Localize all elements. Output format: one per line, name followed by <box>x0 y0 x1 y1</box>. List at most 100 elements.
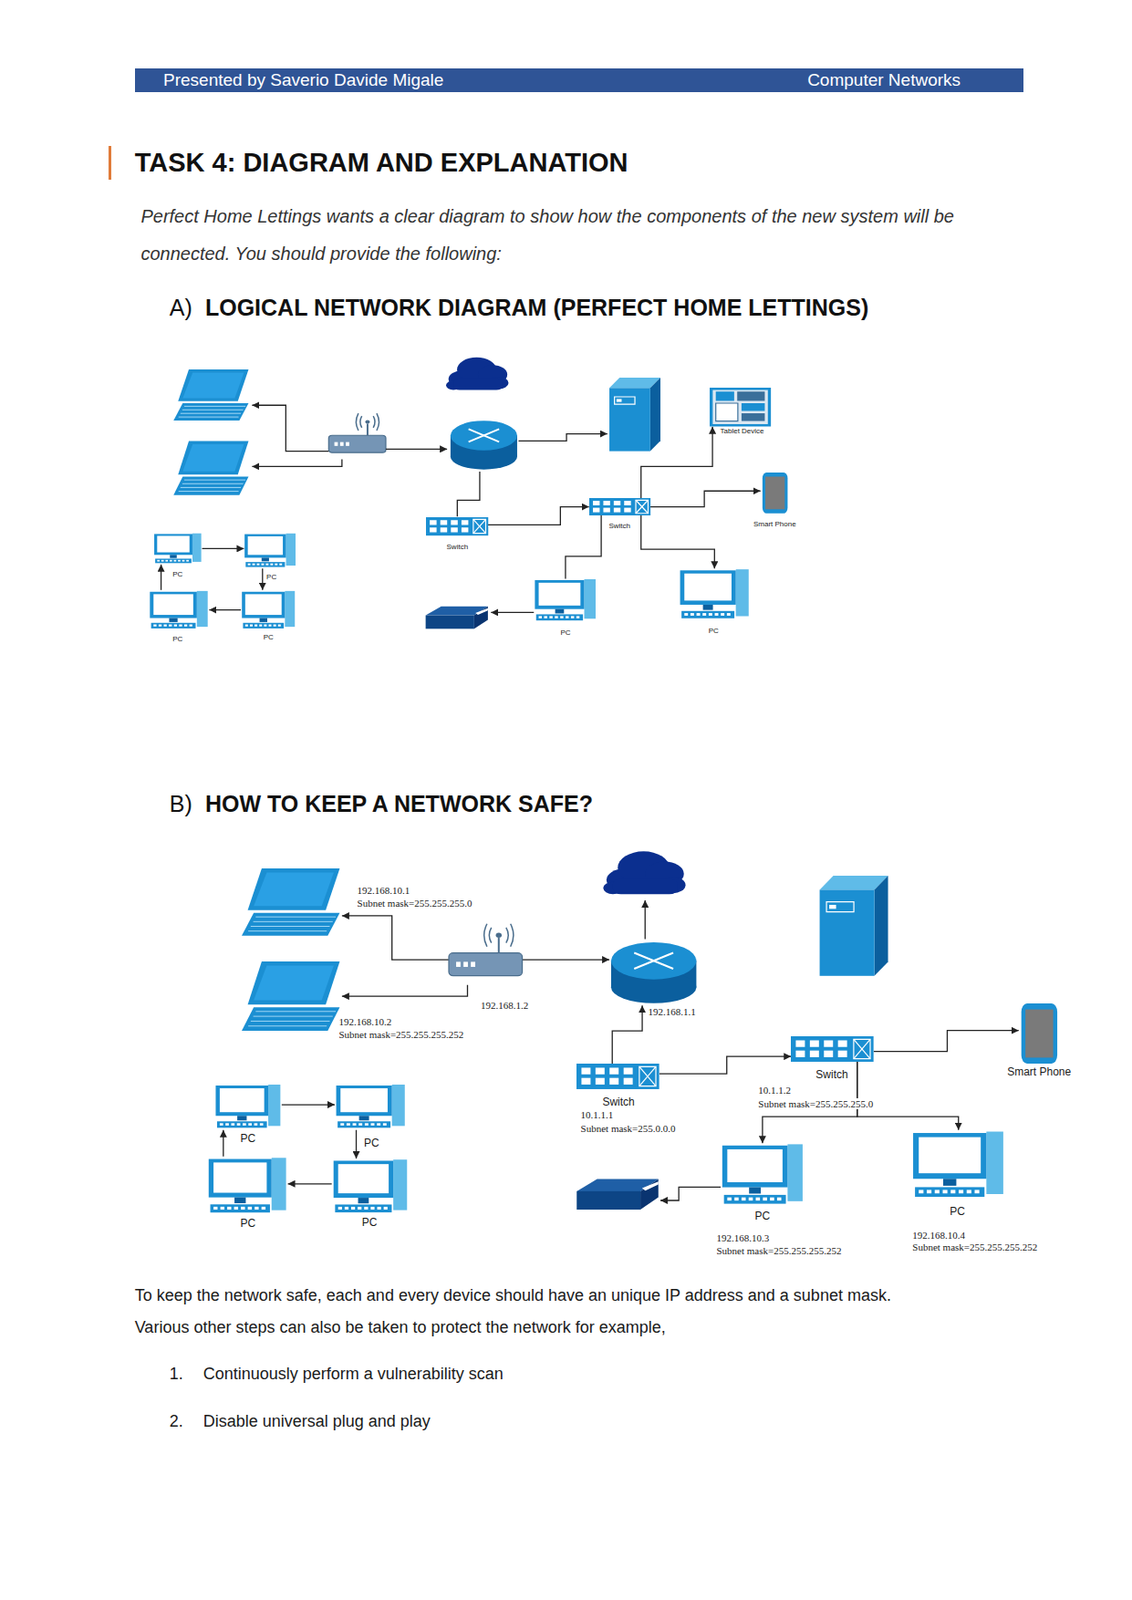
device-label: Smart Phone <box>1006 1067 1072 1080</box>
pc-device: PC192.168.10.3Subnet mask=255.255.255.25… <box>720 1142 805 1206</box>
network-link <box>288 1183 333 1184</box>
device-label: PC <box>171 634 184 644</box>
header-text: Presented by Saverio Davide Migale <box>163 70 444 91</box>
network-link <box>488 507 590 526</box>
address-label: Subnet mask=255.255.255.252 <box>911 1241 1039 1253</box>
laptop-illustration <box>173 440 249 495</box>
network-link <box>355 1130 357 1159</box>
pc-device: PC <box>148 590 209 631</box>
network-link <box>522 958 610 960</box>
phone-icon <box>760 472 790 514</box>
switch-icon <box>790 1036 874 1062</box>
address-label: Subnet mask=255.0.0.0 <box>580 1121 677 1133</box>
title-accent-bar <box>108 145 112 180</box>
printer-illustration <box>425 606 489 630</box>
router-device: 192.168.1.1 <box>609 939 698 1007</box>
switch-icon <box>425 517 489 536</box>
header-text: Computer Networks <box>807 70 961 91</box>
pc-icon <box>720 1142 805 1206</box>
pc-device: PC <box>153 532 203 565</box>
network-link <box>857 1061 959 1131</box>
body-text: Various other steps can also be taken to… <box>135 1317 666 1337</box>
address-label: Subnet mask=255.255.255.0 <box>757 1098 874 1110</box>
device-label: PC <box>239 1132 258 1145</box>
pc-icon <box>911 1130 1006 1200</box>
address-label: Subnet mask=255.255.255.0 <box>356 897 474 909</box>
network-link <box>565 515 602 579</box>
section-heading: B) <box>169 789 193 817</box>
section-heading: HOW TO KEEP A NETWORK SAFE? <box>205 789 593 817</box>
pc-device: PC <box>214 1083 282 1130</box>
body-text: Continuously perform a vulnerability sca… <box>203 1364 504 1384</box>
address-label: 10.1.1.2 <box>757 1084 792 1096</box>
address-label: 10.1.1.1 <box>580 1109 615 1121</box>
device-label: PC <box>754 1210 772 1223</box>
section-heading: LOGICAL NETWORK DIAGRAM (PERFECT HOME LE… <box>205 293 869 321</box>
cloud-illustration <box>602 851 686 894</box>
address-label: 192.168.10.2 <box>337 1016 393 1028</box>
pc-icon <box>243 532 297 569</box>
network-wire <box>251 405 329 451</box>
body-text: 1. <box>169 1364 184 1384</box>
pc-device: PC <box>243 532 297 569</box>
network-link <box>612 1005 643 1064</box>
address-label: Subnet mask=255.255.255.252 <box>715 1245 842 1257</box>
network-link <box>261 568 263 591</box>
address-label: 192.168.10.4 <box>911 1229 966 1241</box>
phone-device: Smart Phone <box>760 472 790 514</box>
laptop-icon <box>241 961 343 1031</box>
pc-icon <box>678 568 750 621</box>
network-link <box>342 915 450 960</box>
page-title: TASK 4: DIAGRAM AND EXPLANATION <box>135 146 629 177</box>
ap-device: 192.168.1.2 <box>448 921 523 985</box>
device-label: Switch <box>814 1069 849 1082</box>
network-wire <box>251 459 342 468</box>
pc-icon <box>334 1083 406 1130</box>
pc-device: PC <box>678 568 750 621</box>
device-label: PC <box>239 1217 258 1230</box>
network-link <box>641 426 713 499</box>
network-link <box>202 548 245 550</box>
pc-icon <box>533 578 597 623</box>
pc-icon <box>153 532 203 565</box>
switch-device: Switch <box>589 498 651 516</box>
intro-text: Perfect Home Lettings wants a clear diag… <box>140 197 1039 272</box>
network-wire <box>644 900 646 940</box>
pc-icon <box>332 1158 409 1216</box>
network-link <box>650 490 761 507</box>
network-wire <box>385 448 447 450</box>
address-label: 192.168.10.3 <box>715 1232 770 1244</box>
device-label: PC <box>707 626 720 635</box>
server-illustration <box>609 377 661 452</box>
device-label: PC <box>363 1138 381 1151</box>
device-label: PC <box>265 573 278 582</box>
network-link <box>641 515 716 569</box>
router-illustration <box>450 420 518 470</box>
device-label: Switch <box>607 522 632 531</box>
laptop-device: 192.168.10.2Subnet mask=255.255.255.252 <box>241 961 343 1031</box>
printer-illustration <box>576 1178 659 1210</box>
device-label: Tablet Device <box>719 427 766 437</box>
address-label: 192.168.1.2 <box>479 999 530 1011</box>
pc-icon <box>148 590 209 631</box>
device-label: Switch <box>446 542 470 551</box>
body-text: To keep the network safe, each and every… <box>135 1286 892 1306</box>
device-label: PC <box>361 1216 379 1229</box>
pc-device: PC <box>334 1083 406 1130</box>
device-label: PC <box>559 628 572 637</box>
laptop-device: 192.168.10.1Subnet mask=255.255.255.0 <box>241 868 343 936</box>
pc-device: PC <box>207 1156 288 1216</box>
section-heading: A) <box>169 293 193 321</box>
network-link <box>222 1130 224 1157</box>
device-label: PC <box>262 633 275 643</box>
address-label: 192.168.10.1 <box>356 884 412 896</box>
switch-device: Switch10.1.1.1Subnet mask=255.0.0.0 <box>576 1063 660 1090</box>
switch-icon <box>589 498 651 516</box>
network-link <box>659 1056 791 1074</box>
pc-device: PC192.168.10.4Subnet mask=255.255.255.25… <box>911 1130 1006 1200</box>
tablet-device: Tablet Device <box>709 387 771 427</box>
phone-device: Smart Phone <box>1018 1003 1060 1064</box>
address-label: Subnet mask=255.255.255.252 <box>337 1028 465 1040</box>
phone-icon <box>1018 1003 1060 1064</box>
